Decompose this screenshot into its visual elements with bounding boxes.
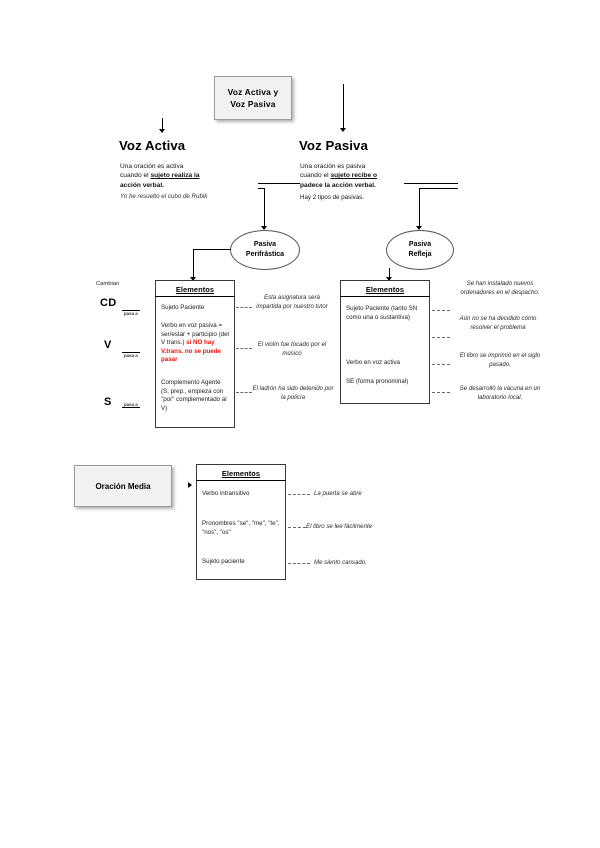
example-refleja-0: Se han instalado nuevos ordenadores en e…: [460, 280, 540, 296]
table-media-row-1: Pronombres "se", "me", "te", "nos", "os": [202, 520, 280, 536]
table-refleja-header: Elementos: [365, 285, 405, 294]
title-box-line1: Voz Activa y: [227, 86, 279, 97]
label-cambian: Cambian: [96, 281, 120, 287]
connector-refleja-down: [389, 268, 390, 280]
example-perifrastica-1: El violín fue tocado por el músico: [257, 341, 327, 357]
connector-title-right-vertical: [343, 84, 344, 130]
table-perifrastica-row-2: Complemento Agente (S. prep., empieza co…: [161, 379, 227, 412]
rule-right-of-passive-definition: [404, 183, 458, 184]
table-perifrastica-row-1-warning: si NO hay V.trans. no se puede pasar: [161, 339, 221, 364]
table-perifrastica-header: Elementos: [175, 285, 215, 294]
arrow-to-voz-activa: [159, 129, 165, 133]
table-perifrastica-header-sep: [155, 296, 235, 297]
ellipse-pasiva-perifrastica: Pasiva Perifrástica: [230, 230, 300, 270]
ellipse-pasiva-refleja: Pasiva Refleja: [386, 230, 454, 270]
voz-activa-def-3: acción verbal.: [120, 181, 164, 189]
ellipse-perifrastica-line2: Perifrástica: [245, 251, 285, 258]
label-pasa-a-3: pasa a: [124, 402, 138, 407]
leader-media-1: [288, 527, 306, 528]
arrow-to-pasiva-perifrastica: [261, 226, 267, 230]
connector-refleja-horizontal: [419, 188, 458, 189]
voz-activa-def-emphasis: sujeto realiza la: [150, 172, 200, 180]
arrow-to-table-perifrastica: [190, 277, 196, 281]
ellipse-refleja-line2: Refleja: [408, 251, 432, 258]
rule-left-of-passive-definition: [258, 183, 300, 184]
connector-perifrastica-down: [193, 249, 194, 279]
table-perifrastica-row-1: Verbo en voz pasiva = ser/estar + partic…: [157, 322, 233, 365]
example-refleja-2: El libro se imprimió en el siglo pasado.: [459, 352, 541, 368]
table-perifrastica-row-0: Sujeto Paciente: [161, 304, 205, 311]
voz-pasiva-note: Hay 2 tipos de pasivas.: [300, 194, 364, 201]
table-perifrastica-row-1-text: Verbo en voz pasiva = ser/estar + partic…: [161, 322, 229, 347]
rule-cd: [122, 310, 140, 311]
leader-refleja-0: [432, 310, 450, 311]
voz-pasiva-definition: Una oración es pasiva cuando el sujeto r…: [300, 162, 400, 190]
label-pasa-a-2: pasa a: [124, 353, 138, 358]
label-pasa-a-1: pasa a: [124, 311, 138, 316]
example-media-1: El libro se lee fácilmente: [306, 523, 373, 530]
example-perifrastica-0: Esta asignatura será impartida por nuest…: [256, 294, 328, 310]
voz-pasiva-def-3: padece la acción verbal.: [300, 181, 376, 189]
voz-activa-example: Yo he resuelto el cubo de Rubik: [120, 193, 208, 200]
label-s: S: [104, 396, 112, 408]
example-refleja-1: Aún no se ha decidido cómo resolver el p…: [459, 315, 537, 331]
ellipse-refleja-line1: Pasiva: [408, 241, 432, 249]
leader-perifrastica-2: [236, 392, 252, 393]
table-media: Elementos: [196, 464, 286, 580]
label-v: V: [104, 339, 112, 351]
rule-s: [122, 407, 140, 408]
voz-pasiva-def-2: cuando el: [300, 172, 331, 180]
example-media-2: Me siento cansado.: [314, 559, 367, 566]
example-perifrastica-2: El ladrón ha sido detenido por la policí…: [252, 385, 334, 401]
table-media-row-2: Sujeto paciente: [202, 558, 245, 565]
connector-title-horizontal: [162, 118, 163, 119]
oracion-media-label: Oración Media: [95, 481, 151, 491]
example-refleja-extra: Se desarrolló la vacuna en un laboratori…: [459, 385, 541, 401]
leader-perifrastica-0: [236, 307, 252, 308]
title-box: Voz Activa y Voz Pasiva: [214, 76, 292, 120]
heading-voz-pasiva: Voz Pasiva: [299, 138, 368, 153]
table-refleja-row-2: SE (forma pronominal): [346, 378, 409, 385]
arrow-to-pasiva-refleja: [416, 226, 422, 230]
leader-media-0: [288, 494, 310, 495]
voz-activa-def-1: Una oración es activa: [120, 163, 184, 170]
arrow-to-table-media: [188, 482, 192, 488]
ellipse-perifrastica-line1: Pasiva: [253, 241, 277, 249]
voz-pasiva-def-emphasis: sujeto recibe o: [330, 172, 377, 180]
heading-voz-activa: Voz Activa: [119, 138, 186, 153]
leader-media-2: [288, 563, 310, 564]
table-media-row-0: Verbo intransitivo: [202, 490, 250, 497]
arrow-to-table-refleja: [386, 277, 392, 281]
label-cd: CD: [100, 297, 117, 309]
leader-perifrastica-1: [236, 348, 252, 349]
table-refleja-header-sep: [340, 296, 430, 297]
example-media-0: La puerta se abre: [314, 490, 362, 497]
rule-v: [122, 352, 140, 353]
table-media-header-sep: [196, 480, 286, 481]
leader-refleja-3: [432, 392, 450, 393]
connector-perifrastica-vertical: [264, 188, 265, 228]
arrow-to-voz-pasiva: [340, 128, 346, 132]
connector-perifrastica-to-table-h: [193, 249, 231, 250]
voz-activa-def-2: cuando el: [120, 172, 151, 180]
leader-refleja-2: [432, 364, 450, 365]
voz-activa-definition: Una oración es activa cuando el sujeto r…: [120, 162, 214, 190]
leader-refleja-1: [432, 337, 450, 338]
table-refleja-row-0: Sujeto Paciente (tanto SN como una o sus…: [346, 305, 418, 321]
table-media-header: Elementos: [221, 469, 261, 478]
connector-refleja-vertical: [419, 188, 420, 228]
connector-title-left-vertical: [162, 118, 163, 131]
table-refleja-row-1: Verbo en voz activa: [346, 359, 401, 366]
table-perifrastica: Elementos: [155, 280, 235, 428]
title-box-line2: Voz Pasiva: [230, 99, 276, 109]
voz-pasiva-def-1: Una oración es pasiva: [300, 163, 366, 170]
table-refleja: Elementos: [340, 280, 430, 404]
connector-perifrastica-horizontal: [258, 188, 265, 189]
oracion-media-box: Oración Media: [74, 465, 172, 507]
